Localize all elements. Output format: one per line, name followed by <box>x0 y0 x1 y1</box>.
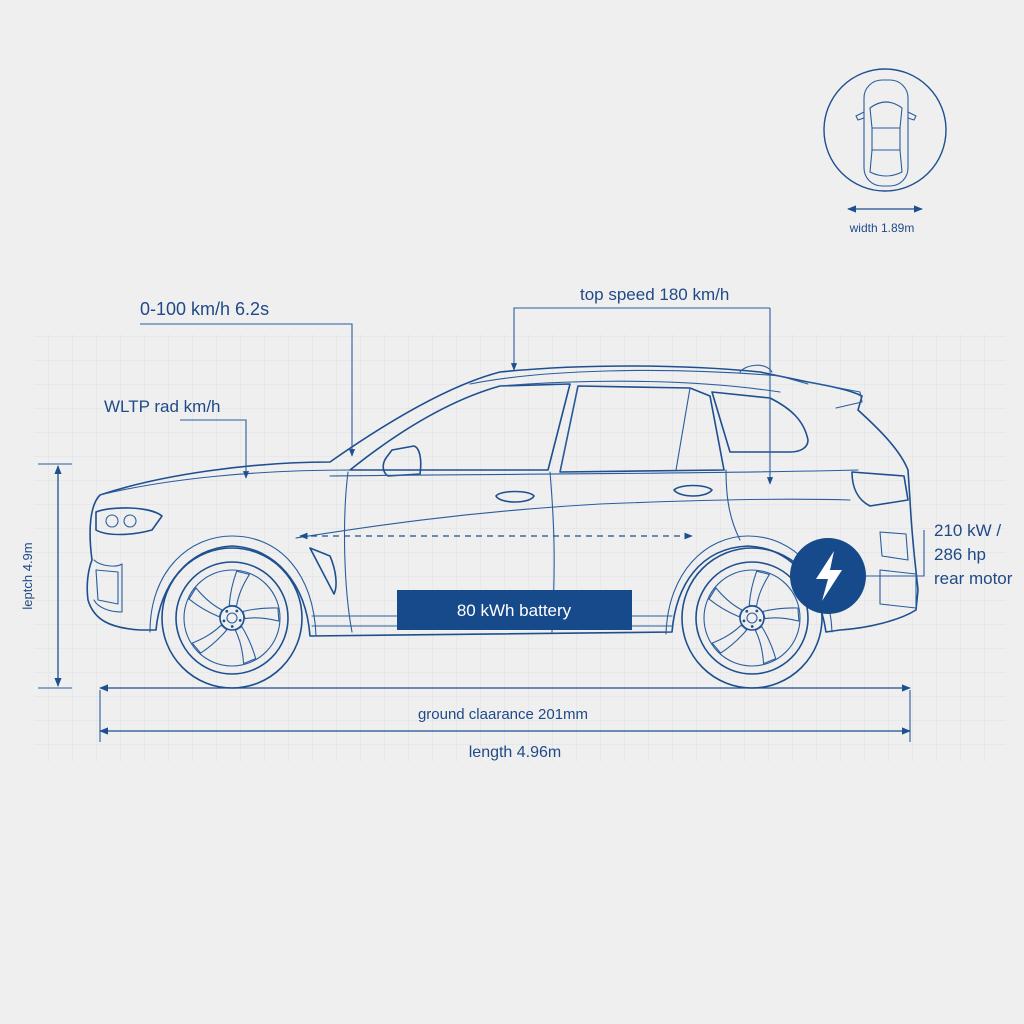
top-view-circle <box>823 68 947 192</box>
wheel-spoke <box>191 624 228 654</box>
top-view-inset: width 1.89m <box>823 68 947 235</box>
lug-nut <box>230 625 234 628</box>
range-leader <box>180 419 250 479</box>
rear-door-line <box>725 469 741 541</box>
wheel-spoke <box>188 587 223 618</box>
ground-clearance-dimension: ground claarance 201mm <box>99 684 911 723</box>
wheel-spoke <box>242 607 280 622</box>
rear-bumper-lower <box>879 569 917 609</box>
pillar-c <box>675 387 691 471</box>
rear-bumper <box>879 531 909 561</box>
rear-door-handle <box>673 484 713 497</box>
front-wheel-arch <box>149 535 317 637</box>
top-speed-callout: top speed 180 km/h <box>510 285 774 485</box>
roof-rail <box>469 369 809 385</box>
lug-nut <box>235 609 239 613</box>
lug-nut <box>750 625 754 628</box>
character-line <box>295 498 851 539</box>
wheel-spoke <box>762 607 800 622</box>
front-door-handle <box>495 490 535 503</box>
height-label: leptch 4.9m <box>20 542 35 609</box>
quarter-window <box>711 391 809 453</box>
wheel-spoke <box>711 624 748 654</box>
belt-line <box>329 469 859 477</box>
headlight-lens-2 <box>123 514 137 528</box>
wheel-spoke <box>234 626 257 665</box>
motor-type-label: rear motor <box>934 569 1013 588</box>
motor-leader <box>866 530 925 577</box>
acceleration-label: 0-100 km/h 6.2s <box>140 299 269 319</box>
top-speed-leader-left <box>510 307 770 371</box>
side-mirror <box>382 445 422 477</box>
lug-nut <box>225 609 229 613</box>
body-outline <box>86 365 919 637</box>
lightning-bolt-icon <box>816 551 842 601</box>
hood-line <box>99 469 351 496</box>
lug-nut <box>745 609 749 613</box>
range-callout: WLTP rad km/h <box>104 397 250 479</box>
roof-inner <box>499 380 781 393</box>
top-speed-label: top speed 180 km/h <box>580 285 729 304</box>
lug-nut <box>222 619 226 623</box>
wheel-spoke <box>748 570 770 607</box>
length-dimension: length 4.96m <box>99 690 911 761</box>
length-label: length 4.96m <box>469 744 562 761</box>
height-dimension: leptch 4.9m <box>20 463 72 689</box>
lug-nut <box>238 619 242 622</box>
motor-badge <box>790 530 925 614</box>
lug-nut <box>755 609 759 613</box>
lug-nut <box>742 619 746 623</box>
headlight <box>95 507 163 536</box>
motor-hp-label: 286 hp <box>934 545 986 564</box>
headlight-lens <box>105 514 119 528</box>
front-intake <box>95 569 119 605</box>
battery-pack: 80 kWh battery <box>397 590 632 630</box>
ground-clearance-label: ground claarance 201mm <box>418 706 588 723</box>
wheel-spoke <box>708 587 743 618</box>
roof-spoiler <box>807 381 863 409</box>
wheel-spoke <box>228 570 250 607</box>
acceleration-callout: 0-100 km/h 6.2s <box>140 299 356 457</box>
width-label: width 1.89m <box>849 221 915 235</box>
fender-vent <box>309 547 337 595</box>
motor-callout: 210 kW / 286 hp rear motor <box>934 521 1013 588</box>
front-bumper <box>93 559 123 613</box>
front-wheel-spokes <box>188 570 280 665</box>
taillight <box>851 471 909 507</box>
acceleration-leader <box>140 323 356 457</box>
battery-label: 80 kWh battery <box>457 601 572 620</box>
lug-nut <box>758 619 762 622</box>
motor-power-label: 210 kW / <box>934 521 1001 540</box>
rear-wheel-spokes <box>708 570 800 665</box>
range-label: WLTP rad km/h <box>104 397 221 416</box>
car-top-view-icon <box>855 79 917 187</box>
pillar-b <box>559 385 579 473</box>
wheel-spoke <box>754 626 777 665</box>
battery-box <box>397 590 632 630</box>
